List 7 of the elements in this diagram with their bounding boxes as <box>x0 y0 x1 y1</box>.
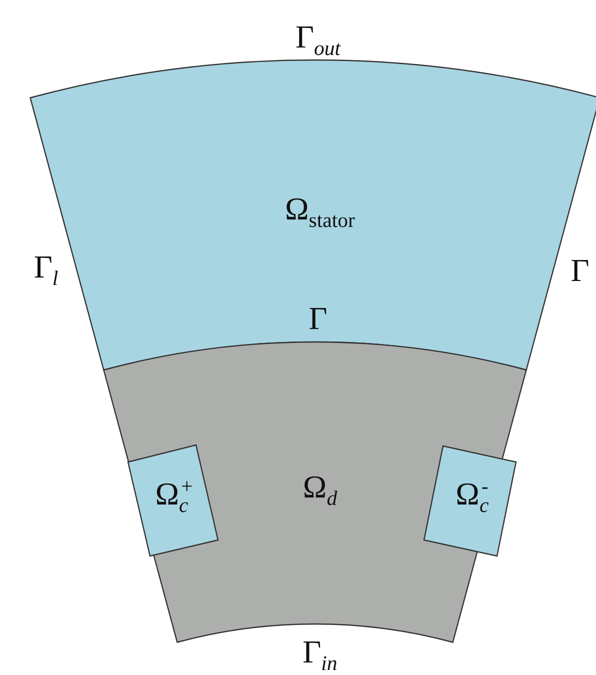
region-label: Ω$_{stator}$ <box>285 192 355 232</box>
region-label: Ω$_{d}$ <box>302 470 338 510</box>
boundary-label: Γ <box>308 302 328 334</box>
boundary-label: Γ <box>570 254 590 286</box>
boundary-label: Γ$_{out}$ <box>295 20 341 60</box>
boundary-label: Γ$_{l}$ <box>34 250 58 290</box>
boundary-label: Γ$_{in}$ <box>302 635 338 675</box>
